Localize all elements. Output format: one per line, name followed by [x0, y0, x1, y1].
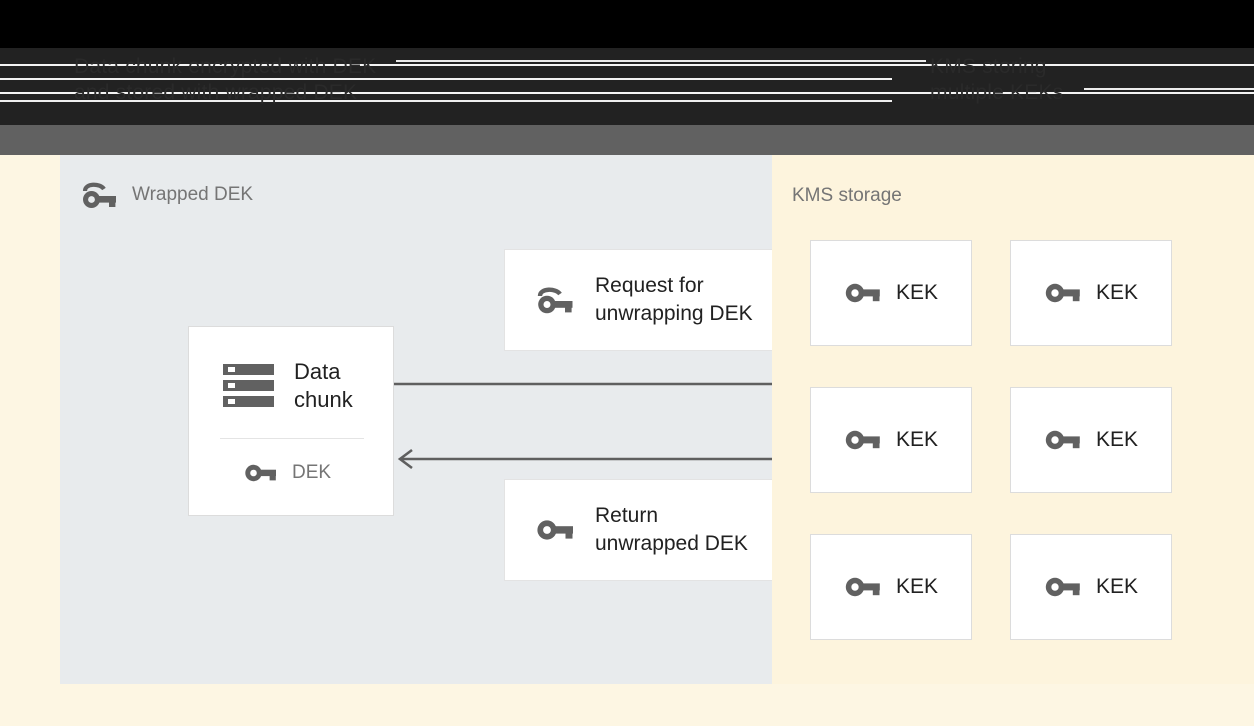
wrapped-dek-panel: Wrapped DEK Data chunk [60, 155, 832, 684]
chrome-rule [0, 64, 1254, 66]
data-chunk-row: Data chunk [221, 358, 353, 414]
kek-card[interactable]: KEK [810, 240, 972, 346]
kek-card[interactable]: KEK [1010, 387, 1172, 493]
chrome-rule [0, 92, 1254, 94]
diagram-canvas: Wrapped DEK Data chunk [0, 155, 1254, 726]
key-icon [844, 573, 882, 601]
card-divider [220, 438, 364, 439]
wrapped-dek-title: Wrapped DEK [132, 184, 254, 205]
key-icon [1044, 426, 1082, 454]
kek-label: KEK [895, 428, 939, 451]
chrome-rule [396, 60, 926, 62]
kms-storage-title: KMS storage [792, 185, 902, 206]
kms-storage-panel: KMS storage KEK [772, 155, 1254, 684]
request-unwrap-card[interactable]: Request for unwrapping DEK [504, 249, 790, 351]
dek-row: DEK [244, 461, 331, 485]
kek-label: KEK [895, 575, 939, 598]
kek-card[interactable]: KEK [810, 387, 972, 493]
kek-label: KEK [1095, 281, 1139, 304]
data-chunk-card[interactable]: Data chunk DEK [188, 326, 394, 516]
request-unwrap-label: Request for unwrapping DEK [595, 274, 753, 325]
chrome-rule [0, 100, 892, 102]
wrapped-dek-header: Wrapped DEK [80, 180, 253, 210]
chrome-rule [1084, 88, 1254, 90]
storage-stack-icon [221, 361, 276, 411]
chrome-rule [0, 78, 892, 80]
kek-label: KEK [895, 281, 939, 304]
toolbar-bar [0, 125, 1254, 280]
key-icon [844, 279, 882, 307]
key-icon [1044, 573, 1082, 601]
data-chunk-label: Data chunk [294, 359, 353, 412]
arrow-kms-to-client [394, 447, 832, 471]
kek-card[interactable]: KEK [1010, 240, 1172, 346]
caption-right: KMS storing multiple KEKs [930, 55, 1064, 104]
kek-grid: KEK KEK [810, 240, 1172, 640]
dek-label: DEK [292, 462, 332, 483]
wrapped-key-icon [80, 180, 118, 210]
kek-card[interactable]: KEK [810, 534, 972, 640]
kek-card[interactable]: KEK [1010, 534, 1172, 640]
key-icon [1044, 279, 1082, 307]
kek-label: KEK [1095, 575, 1139, 598]
return-unwrapped-card[interactable]: Return unwrapped DEK [504, 479, 790, 581]
key-icon [844, 426, 882, 454]
key-icon [244, 461, 278, 485]
key-icon [535, 515, 575, 545]
arrow-request-to-kms [394, 372, 832, 396]
caption-left: Data chunk encrypted with DEK and stored… [74, 55, 377, 104]
browser-chrome: Data chunk encrypted with DEK and stored… [0, 0, 1254, 125]
wrapped-key-icon [535, 284, 575, 316]
return-unwrapped-label: Return unwrapped DEK [595, 504, 748, 555]
kek-label: KEK [1095, 428, 1139, 451]
